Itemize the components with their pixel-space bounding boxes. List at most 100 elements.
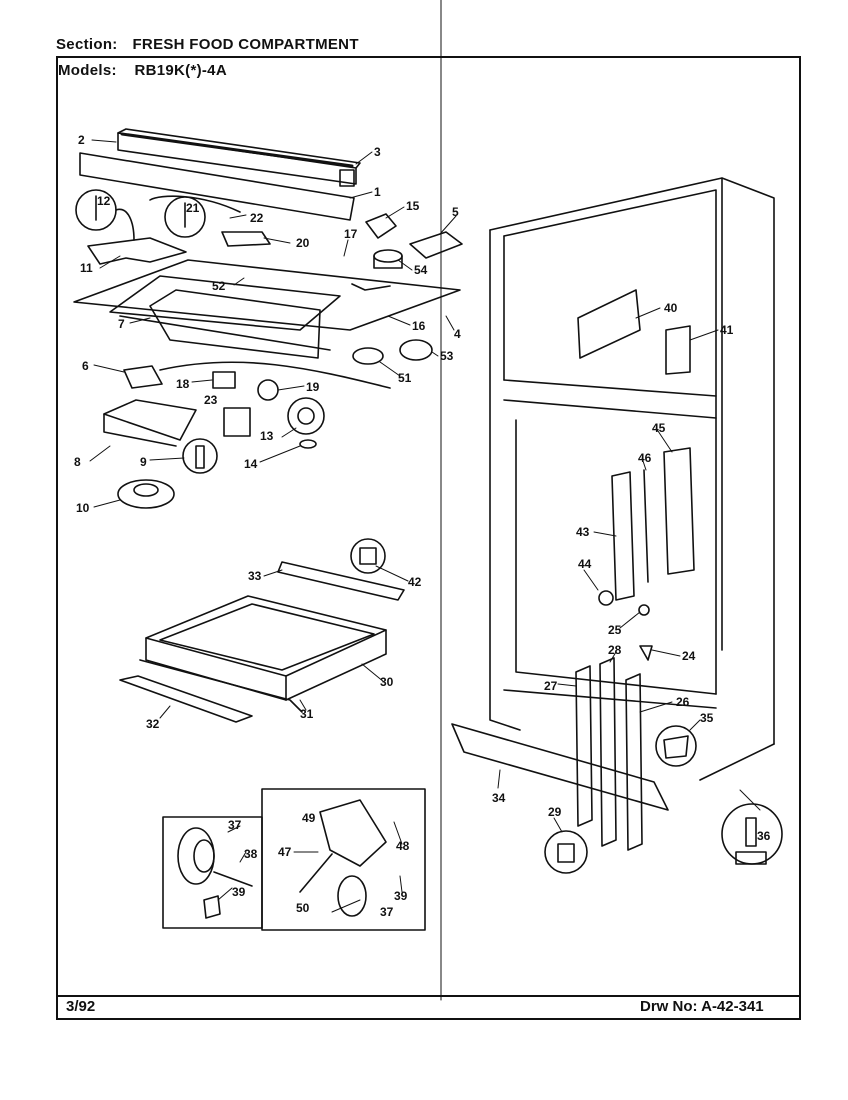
models-label: Models: [58, 62, 117, 79]
callout-54: 54 [414, 263, 428, 277]
callout-33: 33 [248, 569, 262, 583]
callout-32: 32 [146, 717, 160, 731]
bracket-11 [87, 237, 187, 265]
callout-38: 38 [244, 847, 258, 861]
callout-49: 49 [302, 811, 316, 825]
screw-24 [639, 645, 653, 661]
bushing-44 [598, 590, 614, 606]
bracket-20 [221, 231, 271, 247]
callout-42: 42 [408, 575, 422, 589]
inset-42 [350, 538, 386, 574]
thermostat-6 [123, 361, 391, 389]
knob-54 [373, 249, 403, 269]
crisper-trim-33 [277, 561, 405, 601]
hinge-41 [665, 325, 691, 375]
callout-46: 46 [638, 451, 652, 465]
toe-grille-34 [451, 723, 669, 811]
callout-labels: 2 3 1 15 5 12 21 22 20 17 11 54 52 7 16 … [74, 133, 771, 919]
screw-50 [299, 853, 333, 893]
callout-16: 16 [412, 319, 426, 333]
callout-28: 28 [608, 643, 622, 657]
callout-52: 52 [212, 279, 226, 293]
callout-6: 6 [82, 359, 89, 373]
callout-34: 34 [492, 791, 506, 805]
shelf-support-28 [599, 657, 617, 847]
callout-11: 11 [80, 261, 93, 275]
control-panel-plate [73, 259, 461, 359]
callout-21: 21 [186, 201, 200, 215]
callout-23: 23 [204, 393, 218, 407]
cap-53 [399, 339, 433, 361]
switch-23 [223, 407, 251, 437]
inset-9 [182, 438, 218, 474]
section-line: Section: FRESH FOOD COMPARTMENT [56, 36, 359, 53]
callout-12: 12 [97, 194, 111, 208]
callout-9: 9 [140, 455, 147, 469]
inset-36 [721, 803, 783, 865]
callout-43: 43 [576, 525, 590, 539]
callout-24: 24 [682, 649, 696, 663]
channel-45 [663, 447, 695, 575]
crisper-cover-frame-30 [139, 595, 387, 713]
roller-37 [177, 827, 215, 885]
cam-5 [409, 231, 463, 259]
callout-31: 31 [300, 707, 314, 721]
light-shield-8 [103, 399, 197, 447]
callout-39: 39 [232, 885, 246, 899]
top-trim-strip [117, 128, 361, 187]
clip-39 [203, 895, 221, 919]
callout-10: 10 [76, 501, 90, 515]
footer-rule [56, 995, 801, 997]
switch-15 [365, 213, 397, 239]
models-value: RB19K(*)-4A [134, 62, 227, 79]
callout-35: 35 [700, 711, 714, 725]
callout-36: 36 [757, 829, 771, 843]
callout-50: 50 [296, 901, 310, 915]
callout-18: 18 [176, 377, 190, 391]
shelf-support-27 [575, 665, 593, 827]
callout-22: 22 [250, 211, 264, 225]
fresh-food-liner [489, 177, 775, 781]
bracket-40 [577, 289, 641, 359]
callout-25: 25 [608, 623, 622, 637]
diagram-frame [56, 56, 801, 1020]
callout-20: 20 [296, 236, 310, 250]
callout-39-b: 39 [394, 889, 408, 903]
callout-17: 17 [344, 227, 358, 241]
callout-19: 19 [306, 380, 320, 394]
roller-37-b [337, 875, 367, 917]
rod-46 [643, 469, 649, 583]
callout-41: 41 [720, 323, 734, 337]
models-line: Models: RB19K(*)-4A [58, 62, 227, 79]
callout-48: 48 [396, 839, 410, 853]
socket-18 [212, 371, 236, 389]
callout-5: 5 [452, 205, 459, 219]
shelf-support-26 [625, 673, 643, 851]
knob-13 [287, 397, 325, 435]
callout-30: 30 [380, 675, 394, 689]
grommet-51 [352, 347, 384, 365]
inset-box-roller [162, 816, 263, 929]
control-housing-cover [79, 152, 355, 221]
inset-35 [655, 725, 697, 767]
callout-15: 15 [406, 199, 420, 213]
footer-date: 3/92 [66, 998, 96, 1015]
callout-40: 40 [664, 301, 678, 315]
lamp-19 [257, 379, 279, 401]
thermostat-knob-21 [149, 195, 241, 238]
screw-25 [638, 604, 650, 616]
callout-29: 29 [548, 805, 562, 819]
callout-47: 47 [278, 845, 292, 859]
callout-8: 8 [74, 455, 81, 469]
callout-37: 37 [228, 818, 242, 832]
callout-44: 44 [578, 557, 592, 571]
inset-box-roller-bracket [261, 788, 426, 931]
callout-51: 51 [398, 371, 412, 385]
washer-14 [299, 439, 317, 449]
bar-43 [611, 471, 635, 601]
callout-26: 26 [676, 695, 690, 709]
section-label: Section: [56, 36, 118, 53]
callout-53: 53 [440, 349, 454, 363]
inset-29 [544, 830, 588, 874]
